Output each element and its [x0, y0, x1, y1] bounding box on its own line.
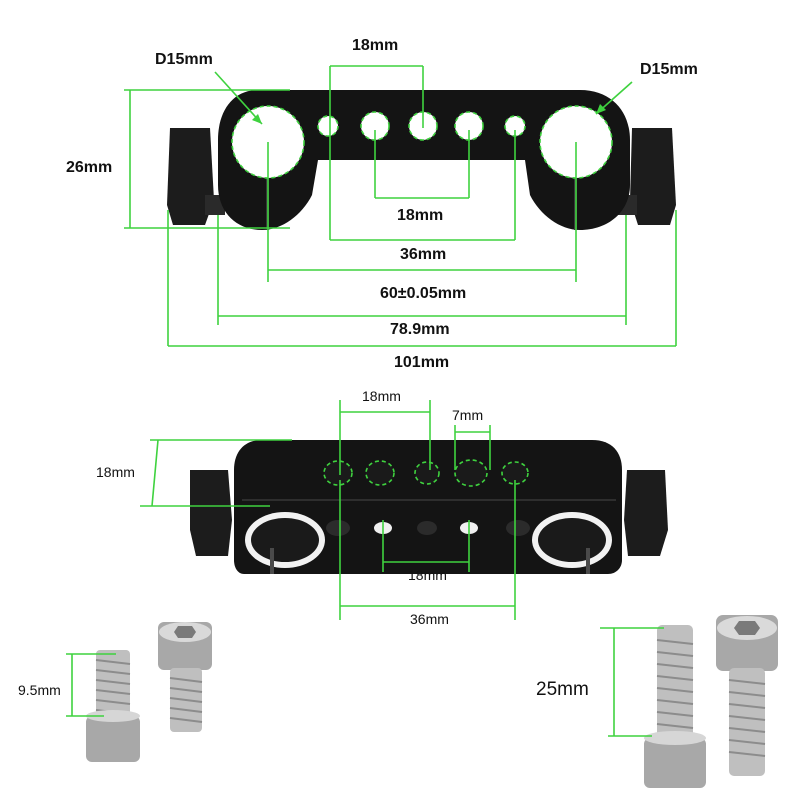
- front-bottom-spacing-label: 18mm: [408, 567, 447, 583]
- inner-hole-spacing-label: 18mm: [397, 207, 444, 224]
- front-height-label: 18mm: [96, 464, 135, 480]
- screw-dimension-lines: [66, 627, 664, 737]
- overall-width-label: 101mm: [394, 354, 450, 371]
- front-hole-1: [323, 460, 353, 486]
- front-hole-size-label: 7mm: [452, 407, 484, 423]
- front-hole-2: [365, 460, 395, 486]
- left-rod-diameter-label: D15mm: [155, 51, 213, 68]
- right-rod-diameter-label: D15mm: [640, 61, 698, 78]
- top-rod-clamp: [167, 90, 676, 230]
- front-right-knob: [624, 470, 668, 556]
- hole-span-label: 36mm: [400, 246, 447, 263]
- front-hole-5: [501, 461, 529, 485]
- top-dimension-lines: [124, 65, 677, 347]
- long-screw-length-label: 25mm: [536, 679, 589, 700]
- left-knob: [167, 128, 214, 225]
- front-rod-clamp: [190, 440, 668, 574]
- left-knob-screw: [205, 195, 225, 215]
- right-knob: [630, 128, 676, 225]
- short-screw-length-label: 9.5mm: [18, 682, 61, 698]
- front-top-spacing-label: 18mm: [362, 388, 401, 404]
- knob-span-label: 78.9mm: [390, 321, 450, 338]
- front-hole-span-label: 36mm: [410, 611, 449, 627]
- short-screws: [86, 622, 212, 762]
- front-left-knob: [190, 470, 232, 556]
- top-height-label: 26mm: [66, 159, 113, 176]
- top-hole-spacing-label: 18mm: [352, 37, 399, 54]
- front-dimension-lines: [140, 400, 516, 620]
- front-hole-4: [454, 459, 488, 487]
- front-hole-3: [414, 461, 440, 485]
- mount-hole-1: [317, 115, 339, 137]
- rod-center-distance-label: 60±0.05mm: [380, 285, 467, 302]
- long-screws: [644, 615, 778, 788]
